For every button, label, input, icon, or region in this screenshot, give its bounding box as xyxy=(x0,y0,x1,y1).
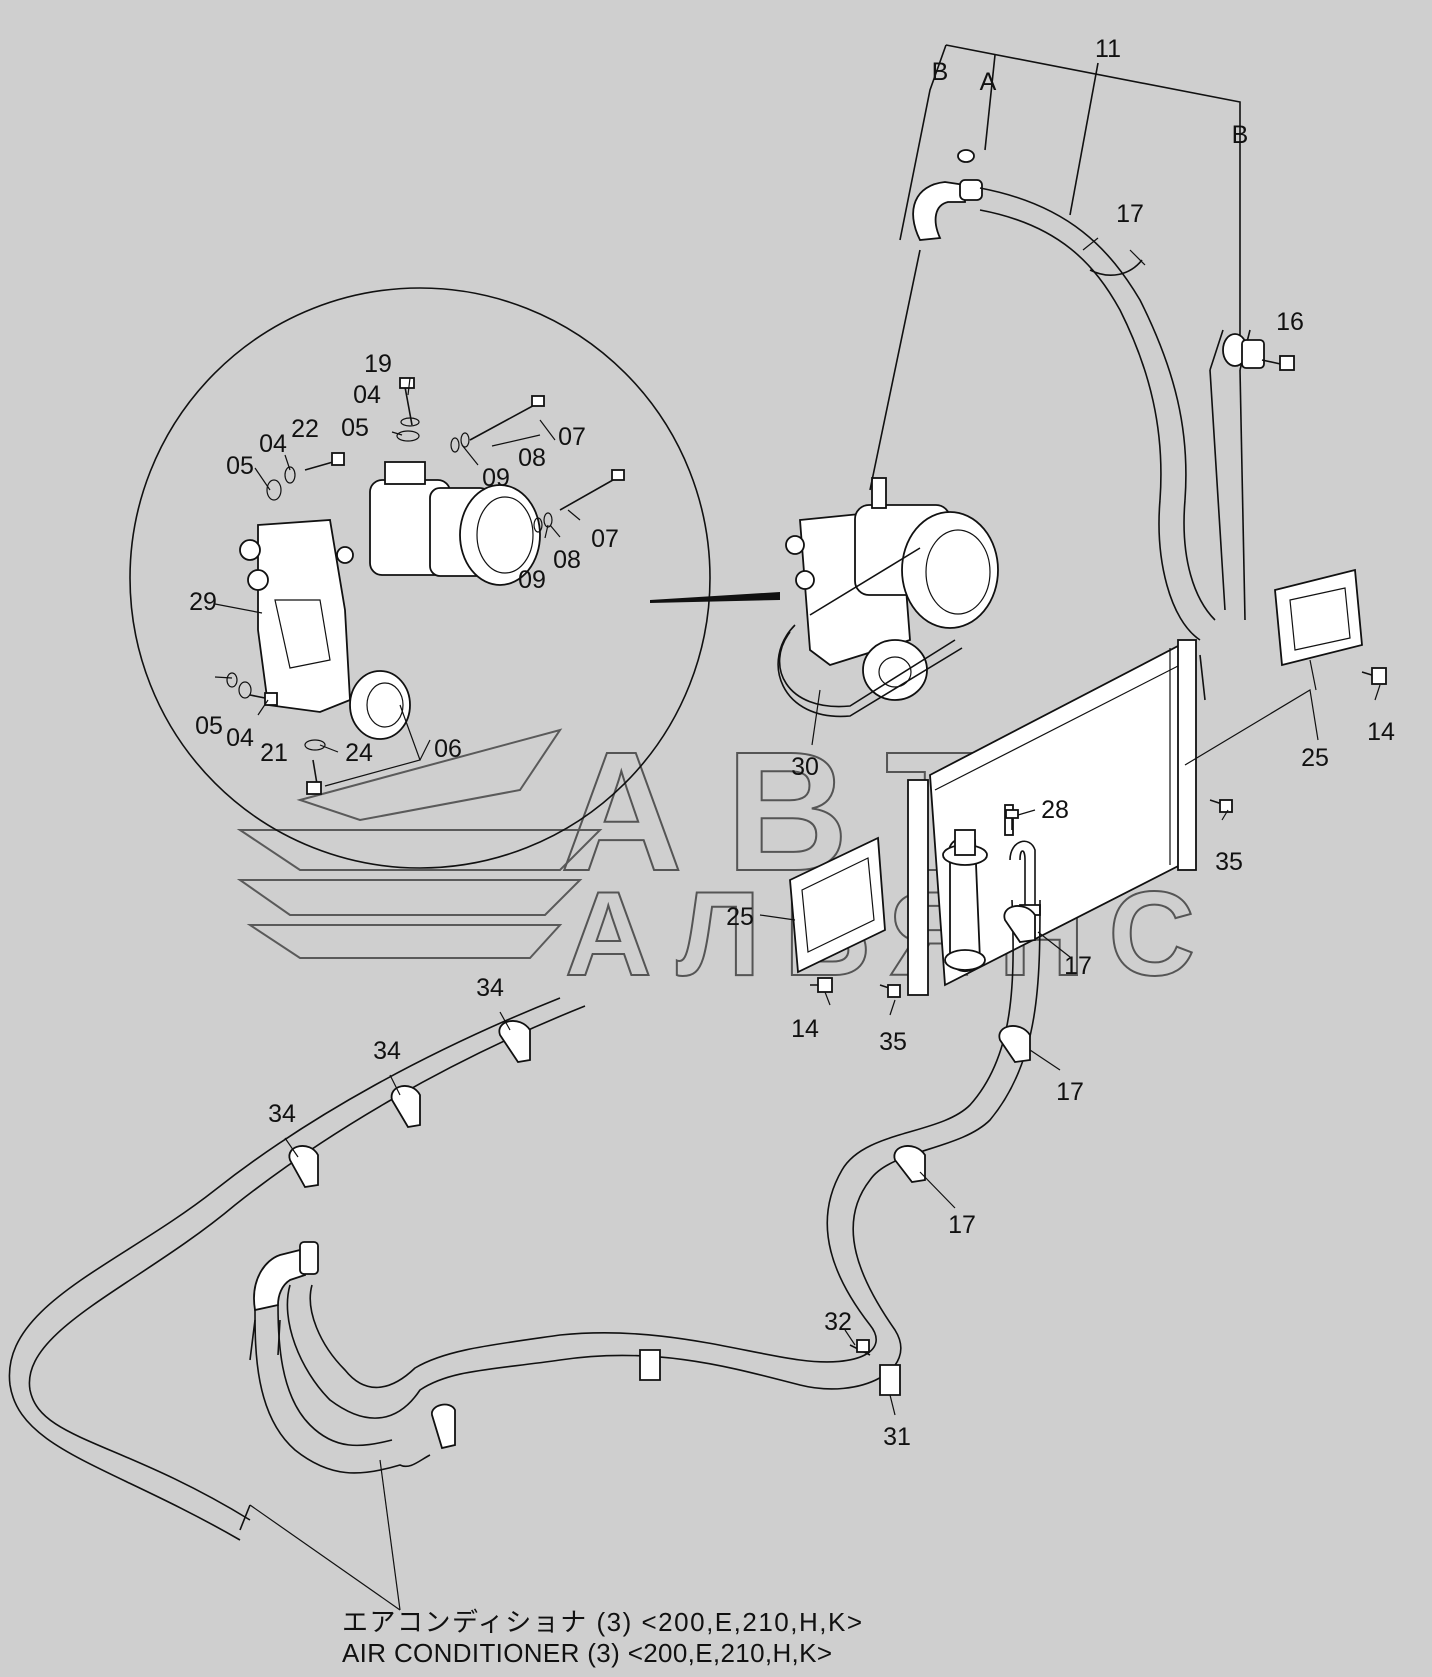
callout-19: 19 xyxy=(364,350,392,378)
callout-28: 28 xyxy=(1041,796,1069,824)
callout-05-b: 05 xyxy=(226,452,254,480)
detail-pointer-arrow xyxy=(650,592,780,603)
callout-08-b: 08 xyxy=(553,546,581,574)
callout-08-a: 08 xyxy=(518,444,546,472)
callout-14-right: 14 xyxy=(1367,718,1395,746)
callout-04-c: 04 xyxy=(226,724,254,752)
callout-34-b: 34 xyxy=(373,1037,401,1065)
callout-29: 29 xyxy=(189,588,217,616)
caption-english: AIR CONDITIONER (3) <200,E,210,H,K> xyxy=(342,1638,832,1668)
callout-21: 21 xyxy=(260,739,288,767)
callout-32: 32 xyxy=(824,1308,852,1336)
callout-05-c: 05 xyxy=(195,712,223,740)
callout-09-b: 09 xyxy=(518,566,546,594)
lower-hose-assembly xyxy=(8,237,1099,1611)
compressor-detail-view xyxy=(129,287,780,869)
callout-06: 06 xyxy=(434,735,462,763)
callout-14-left: 14 xyxy=(791,1015,819,1043)
callout-25-left: 25 xyxy=(726,903,754,931)
callout-17-b: 17 xyxy=(1056,1078,1084,1106)
callout-16: 16 xyxy=(1276,308,1304,336)
compressor-assembly xyxy=(777,477,999,746)
callout-labels: B A 11 B 17 16 19 04 05 22 04 05 07 08 0… xyxy=(189,35,1395,1451)
callout-31: 31 xyxy=(883,1423,911,1451)
callout-05-a: 05 xyxy=(341,414,369,442)
callout-22: 22 xyxy=(291,415,319,443)
callout-07-b: 07 xyxy=(591,525,619,553)
callout-25-right: 25 xyxy=(1301,744,1329,772)
callout-17-top: 17 xyxy=(1116,200,1144,228)
callout-07-a: 07 xyxy=(558,423,586,451)
callout-04-a: 04 xyxy=(353,381,381,409)
callout-35-left: 35 xyxy=(879,1028,907,1056)
callout-b-left: B xyxy=(932,58,949,86)
callout-34-c: 34 xyxy=(268,1100,296,1128)
caption-japanese: エアコンディショナ (3) <200,E,210,H,K> xyxy=(342,1607,862,1637)
callout-17-a: 17 xyxy=(1064,952,1092,980)
callout-b-right: B xyxy=(1232,121,1249,149)
callout-09-a: 09 xyxy=(482,464,510,492)
condenser-assembly xyxy=(759,568,1387,1016)
caption: エアコンディショナ (3) <200,E,210,H,K> AIR CONDIT… xyxy=(342,1607,862,1668)
callout-17-c: 17 xyxy=(948,1211,976,1239)
callout-35-right: 35 xyxy=(1215,848,1243,876)
callout-24: 24 xyxy=(345,739,373,767)
callout-a: A xyxy=(980,68,997,96)
callout-04-b: 04 xyxy=(259,430,287,458)
callout-30: 30 xyxy=(791,753,819,781)
upper-hose-assembly xyxy=(869,44,1295,641)
callout-34-a: 34 xyxy=(476,974,504,1002)
callout-11: 11 xyxy=(1095,35,1121,63)
